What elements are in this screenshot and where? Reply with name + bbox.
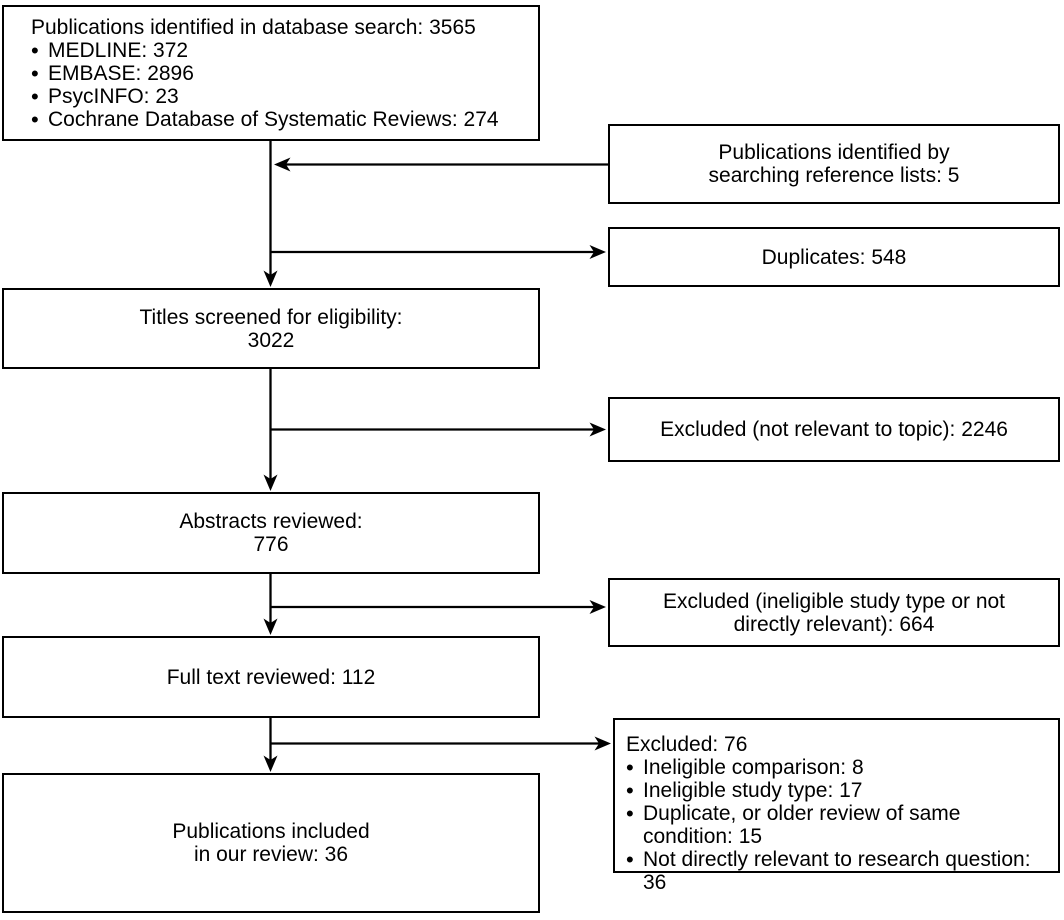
arrowhead-right-excl-full — [594, 736, 611, 751]
bullet-text-not-relevant: Not directly relevant to research questi… — [643, 848, 1031, 894]
box-publications-included-line2: in our review: 36 — [193, 843, 349, 866]
box-reference-lists: Publications identified by searching ref… — [608, 124, 1060, 204]
box-reference-lists-line2: searching reference lists: 5 — [708, 164, 960, 187]
bullet-icon: • — [31, 84, 39, 109]
list-item: • MEDLINE: 372 — [31, 39, 530, 62]
list-item: • Not directly relevant to research ques… — [626, 848, 1052, 894]
bullet-text-comparison: Ineligible comparison: 8 — [643, 756, 864, 779]
bullet-text-cochrane: Cochrane Database of Systematic Reviews:… — [48, 108, 499, 131]
arrowhead-right-duplicates — [589, 245, 606, 259]
box-duplicates-text: Duplicates: 548 — [761, 245, 907, 269]
list-item: • Ineligible study type: 17 — [626, 779, 1052, 802]
box-full-text-reviewed: Full text reviewed: 112 — [2, 636, 540, 718]
bullet-text-duplicate-review: Duplicate, or older review of same condi… — [643, 802, 961, 848]
box-titles-screened: Titles screened for eligibility: 3022 — [2, 288, 540, 369]
box-excluded-study-type: Excluded (ineligible study type or not d… — [608, 578, 1060, 647]
box-titles-screened-line1: Titles screened for eligibility: — [139, 305, 403, 329]
box-publications-included: Publications included in our review: 36 — [2, 773, 540, 913]
list-item: • Ineligible comparison: 8 — [626, 756, 1052, 779]
box-excluded-full-text-title: Excluded: 76 — [626, 733, 748, 756]
arrowhead-down-titles — [263, 270, 278, 287]
arrowhead-down-fulltext — [263, 618, 278, 635]
box-database-search-title: Publications identified in database sear… — [31, 16, 476, 39]
list-item: • EMBASE: 2896 — [31, 62, 530, 85]
arrowhead-down-included — [263, 755, 278, 772]
box-excluded-topic: Excluded (not relevant to topic): 2246 — [608, 397, 1060, 462]
bullet-icon: • — [626, 847, 634, 872]
arrowhead-right-excl-type — [589, 600, 606, 614]
bullet-text-embase: EMBASE: 2896 — [48, 62, 194, 85]
box-excluded-full-text: Excluded: 76 • Ineligible comparison: 8 … — [613, 718, 1060, 894]
bullet-text-medline: MEDLINE: 372 — [48, 39, 189, 62]
list-item: • Duplicate, or older review of same con… — [626, 802, 1052, 848]
bullet-icon: • — [626, 778, 634, 803]
bullet-text-psycinfo: PsycINFO: 23 — [48, 85, 179, 108]
bullet-icon: • — [626, 755, 634, 780]
box-abstracts-reviewed-line2: 776 — [253, 533, 289, 556]
arrowhead-right-excl-topic — [589, 422, 606, 437]
box-duplicates: Duplicates: 548 — [608, 227, 1060, 287]
list-item: • PsycINFO: 23 — [31, 85, 530, 108]
box-abstracts-reviewed-line1: Abstracts reviewed: — [179, 510, 363, 533]
bullet-icon: • — [31, 107, 39, 132]
box-abstracts-reviewed: Abstracts reviewed: 776 — [2, 492, 540, 574]
bullet-icon: • — [31, 61, 39, 86]
box-titles-screened-line2: 3022 — [247, 328, 295, 352]
box-excluded-study-type-line1: Excluded (ineligible study type or not — [662, 589, 1006, 613]
bullet-text-studytype: Ineligible study type: 17 — [643, 779, 863, 802]
bullet-icon: • — [626, 801, 634, 826]
box-full-text-reviewed-text: Full text reviewed: 112 — [166, 665, 376, 689]
bullet-icon: • — [31, 38, 39, 63]
box-excluded-study-type-line2: directly relevant): 664 — [733, 612, 935, 636]
box-excluded-topic-text: Excluded (not relevant to topic): 2246 — [660, 418, 1008, 441]
box-database-search: Publications identified in database sear… — [2, 5, 540, 141]
box-publications-included-line1: Publications included — [172, 820, 370, 843]
arrowhead-left-reflists — [274, 157, 291, 172]
box-reference-lists-line1: Publications identified by — [718, 141, 950, 164]
arrowhead-down-abstracts — [263, 474, 278, 491]
list-item: • Cochrane Database of Systematic Review… — [31, 108, 530, 131]
